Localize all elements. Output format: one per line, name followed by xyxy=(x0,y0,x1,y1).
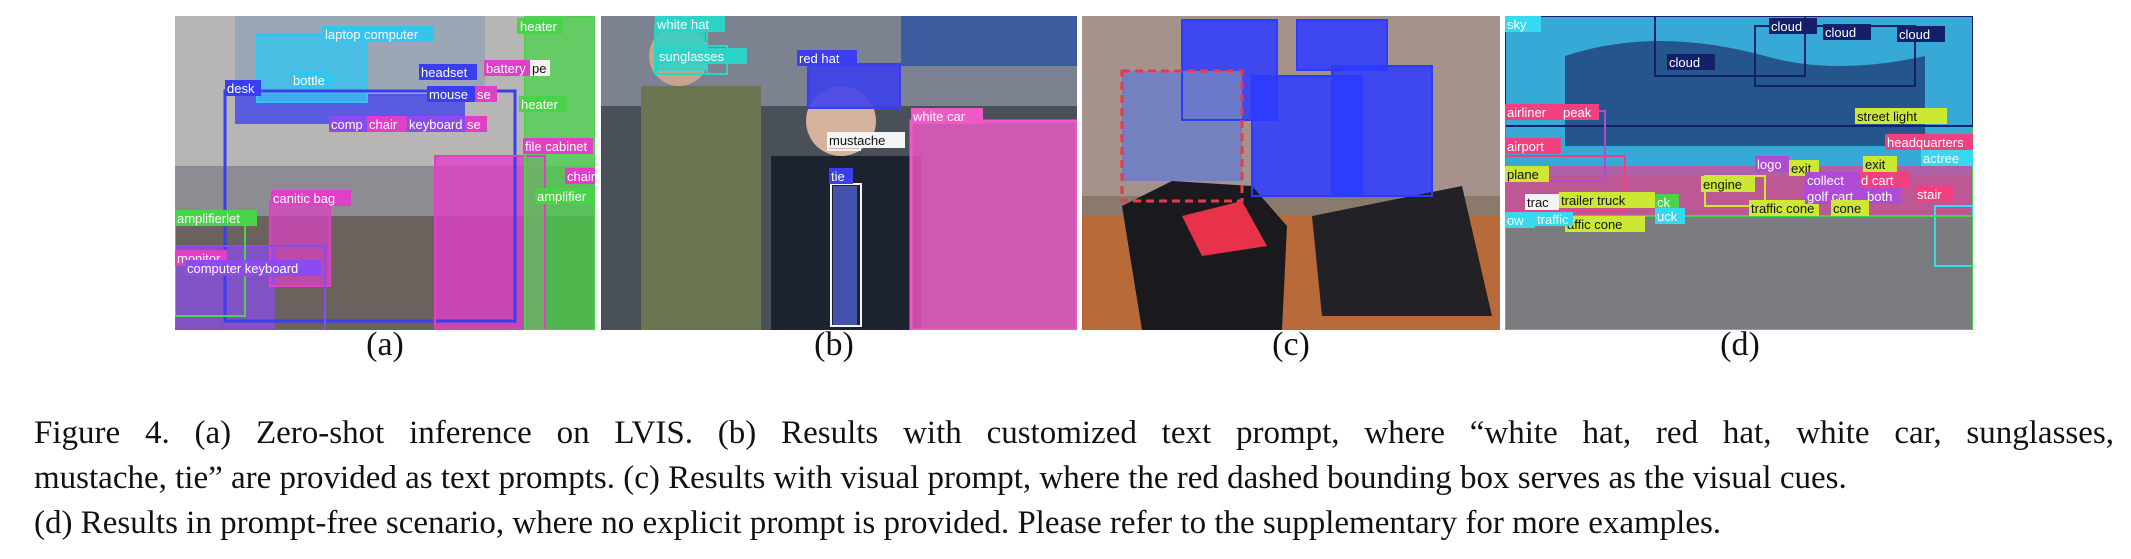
det-label: headquarters xyxy=(1887,135,1964,150)
det-label: bottle xyxy=(293,73,325,88)
det-label: collect xyxy=(1807,173,1844,188)
det-label: red hat xyxy=(799,51,840,66)
det-label: headset xyxy=(421,65,468,80)
det-label: amplifier xyxy=(537,189,587,204)
panel-d-letter: (d) xyxy=(1720,326,1760,363)
det-label: trac xyxy=(1527,195,1549,210)
det-label: d cart xyxy=(1861,173,1894,188)
panel-c-image xyxy=(1082,16,1500,330)
det-label: tie xyxy=(831,169,845,184)
det-label: canitic bag xyxy=(273,191,335,206)
panel-b-image: white hat sunglasses red hat white car m… xyxy=(601,16,1077,330)
det-label: sky xyxy=(1507,17,1527,32)
det-label: logo xyxy=(1757,157,1782,172)
det-label: affic cone xyxy=(1567,217,1622,232)
panel-b-letter: (b) xyxy=(814,326,854,363)
caption-line-1: Figure 4. (a) Zero-shot inference on LVI… xyxy=(34,415,2114,451)
det-label: sunglasses xyxy=(659,49,725,64)
det-label: white hat xyxy=(656,17,709,32)
det-label: chair xyxy=(567,169,595,184)
panel-b-scene: white hat sunglasses red hat white car m… xyxy=(601,16,1077,330)
caption-line-3: (d) Results in prompt-free scenario, whe… xyxy=(34,505,1722,541)
figure-caption: Figure 4. (a) Zero-shot inference on LVI… xyxy=(34,411,2114,546)
det-label: street light xyxy=(1857,109,1917,124)
det-label: peak xyxy=(1563,105,1592,120)
det-label: airport xyxy=(1507,139,1544,154)
det-label: white car xyxy=(912,109,966,124)
det-label: stair xyxy=(1917,187,1942,202)
det-label: comp xyxy=(331,117,363,132)
det-label: cloud xyxy=(1771,19,1802,34)
det-label: heater xyxy=(521,97,559,112)
det-label: mouse xyxy=(429,87,468,102)
det-label: actree xyxy=(1923,151,1959,166)
det-label: trailer truck xyxy=(1561,193,1626,208)
panel-c-letter: (c) xyxy=(1272,326,1310,363)
det-label: pe xyxy=(532,61,546,76)
det-label: desk xyxy=(227,81,255,96)
det-label: ow xyxy=(1507,213,1524,228)
det-label: computer keyboard xyxy=(187,261,298,276)
det-label: cloud xyxy=(1825,25,1856,40)
panel-c-scene xyxy=(1082,16,1500,330)
det-label: exit xyxy=(1865,157,1886,172)
det-label: heater xyxy=(520,19,558,34)
det-label: cloud xyxy=(1899,27,1930,42)
det-label: engine xyxy=(1703,177,1742,192)
det-label: airliner xyxy=(1507,105,1547,120)
det-label: laptop computer xyxy=(325,27,419,42)
det-label: keyboard xyxy=(409,117,462,132)
det-label: se xyxy=(467,117,481,132)
det-label: ck xyxy=(1657,195,1671,210)
det-label: plane xyxy=(1507,167,1539,182)
det-label: traffic cone xyxy=(1751,201,1814,216)
det-label: traffic xyxy=(1537,212,1569,227)
caption-line-2: mustache, tie” are provided as text prom… xyxy=(34,460,1847,496)
det-label: cone xyxy=(1833,201,1861,216)
det-label: se xyxy=(477,87,491,102)
det-label: mustache xyxy=(829,133,885,148)
panel-d-image: sky cloud cloud cloud cloud airliner pea… xyxy=(1505,16,1973,330)
panel-a-letter: (a) xyxy=(366,326,404,363)
panel-d-scene: sky cloud cloud cloud cloud airliner pea… xyxy=(1505,16,1973,330)
det-label: cloud xyxy=(1669,55,1700,70)
det-label: file cabinet xyxy=(525,139,588,154)
det-label: both xyxy=(1867,189,1892,204)
panel-a-image: laptop computer heater desk bottle heads… xyxy=(175,16,595,330)
det-label: amplifierlet xyxy=(177,211,240,226)
panel-a-scene: laptop computer heater desk bottle heads… xyxy=(175,16,595,330)
det-label: uck xyxy=(1657,209,1678,224)
det-label: chair xyxy=(369,117,398,132)
det-label: battery xyxy=(486,61,526,76)
